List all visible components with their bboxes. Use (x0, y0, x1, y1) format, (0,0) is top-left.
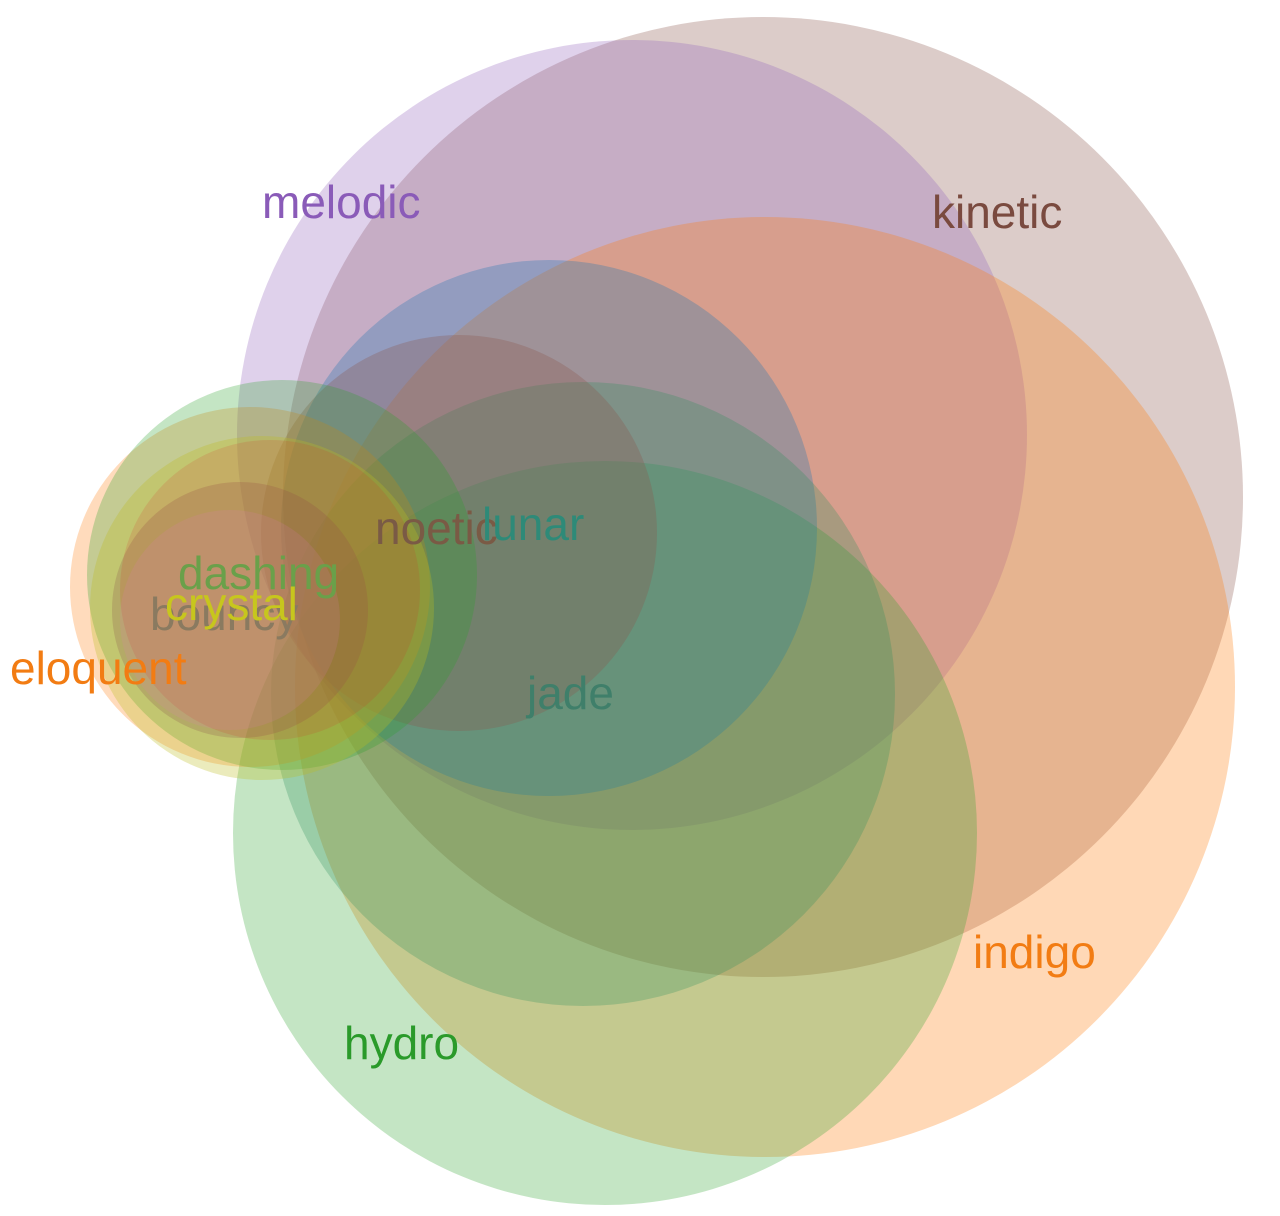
circle-jade (271, 382, 895, 1006)
circle-dashing (87, 380, 477, 770)
circle-indigo (295, 217, 1235, 1157)
label-eloquent: eloquent (10, 642, 187, 694)
circle-foxy (120, 440, 420, 740)
label-crystal: crystal (165, 578, 298, 630)
circle-bouncy (112, 482, 368, 738)
circle-eloquent (70, 407, 430, 767)
circle-ardent (120, 510, 340, 730)
circle-hydro (233, 461, 977, 1205)
label-indigo: indigo (973, 926, 1096, 978)
circle-noetic (261, 335, 657, 731)
set-labels: melodic kinetic noetic lunar dashing bou… (10, 176, 1096, 1069)
circle-melodic (237, 40, 1027, 830)
circle-crystal (90, 436, 434, 780)
label-melodic: melodic (262, 176, 421, 228)
label-jade: jade (525, 667, 614, 719)
label-dashing: dashing (178, 547, 339, 599)
label-hydro: hydro (344, 1017, 459, 1069)
label-noetic: noetic (375, 502, 498, 554)
circle-lunar (281, 260, 817, 796)
circle-kinetic (283, 17, 1243, 977)
label-kinetic: kinetic (932, 186, 1062, 238)
set-circles (70, 17, 1243, 1205)
label-lunar: lunar (482, 498, 584, 550)
label-bouncy: bouncy (150, 588, 298, 640)
